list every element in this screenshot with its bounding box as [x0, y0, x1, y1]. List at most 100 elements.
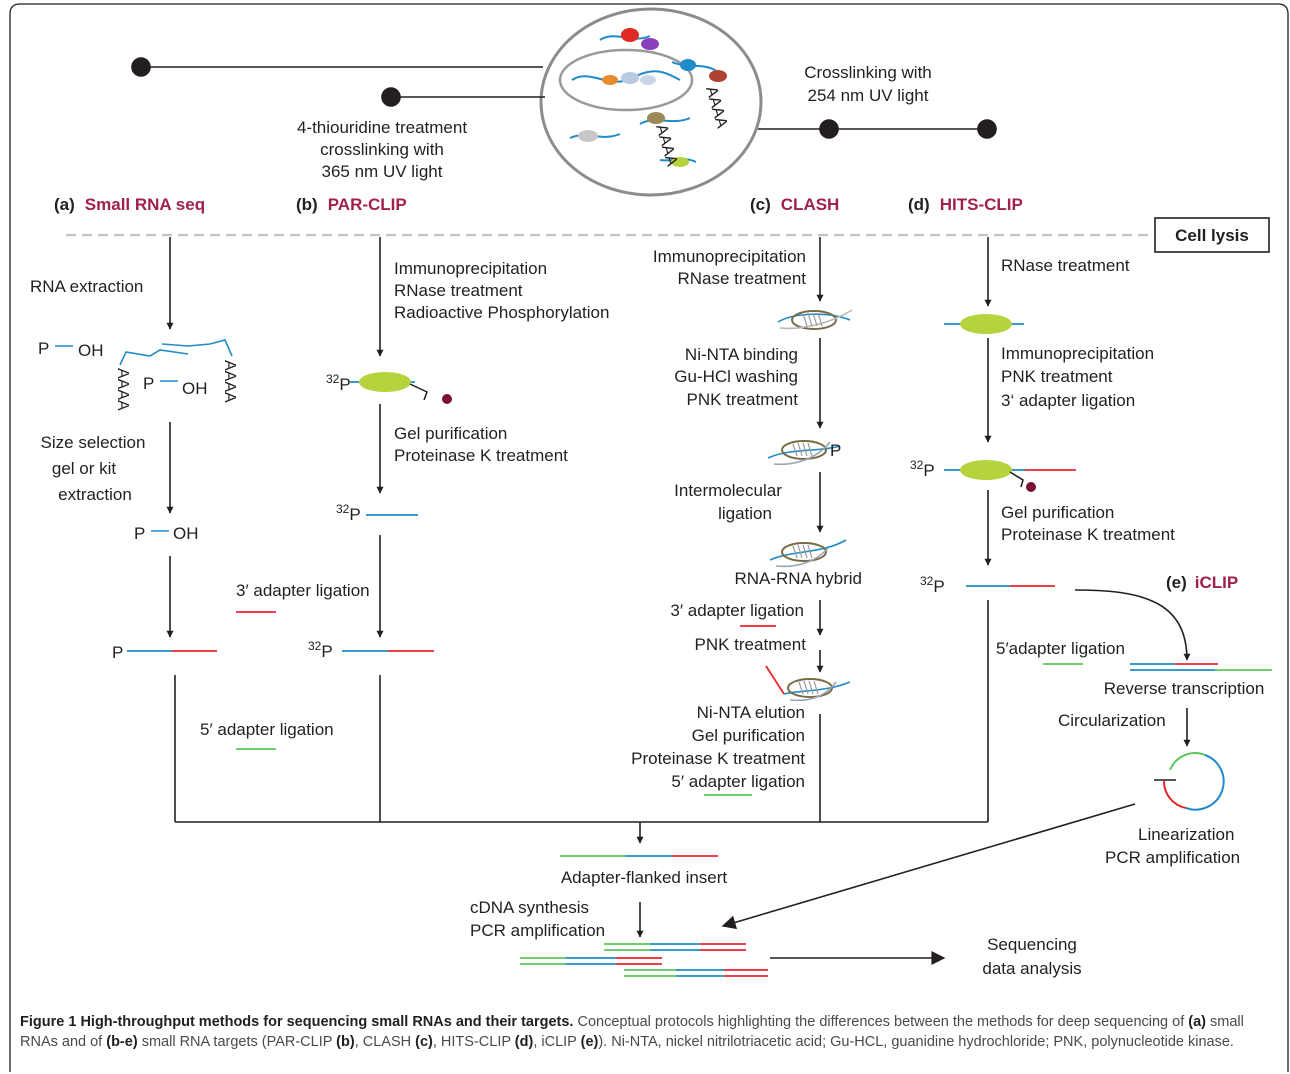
- c-step-immuno: Immunoprecipitation: [653, 247, 806, 266]
- p-oh-1-oh: OH: [78, 341, 104, 360]
- c-step-pnk: PNK treatment: [687, 390, 799, 409]
- protein-d2: [960, 460, 1012, 480]
- d-p32-2: 32P: [920, 574, 945, 596]
- column-a: RNA extraction P OH AAAA AAAA P OH Size …: [30, 237, 370, 750]
- uv254-label-2: 254 nm UV light: [808, 86, 929, 105]
- b-p32-2: 32P: [336, 502, 361, 524]
- figure-caption: Figure 1 High-throughput methods for seq…: [20, 1012, 1270, 1052]
- column-e: Reverse transcription Circularization Li…: [721, 589, 1272, 930]
- p-oh-2-p: P: [143, 374, 154, 393]
- e-circ-label: Circularization: [1058, 711, 1166, 730]
- b-step-rnase: RNase treatment: [394, 281, 523, 300]
- e-lin-label: Linearization: [1138, 825, 1234, 844]
- p-oh-1-p: P: [38, 339, 49, 358]
- thiouridine-label-3: 365 nm UV light: [322, 162, 443, 181]
- d-step-gel: Gel purification: [1001, 503, 1114, 522]
- polya-a1: AAAA: [114, 368, 131, 411]
- d-step-pnk: PNK treatment: [1001, 367, 1113, 386]
- d-step-immuno: Immunoprecipitation: [1001, 344, 1154, 363]
- caption-ref-d: (d): [514, 1034, 534, 1050]
- uv254-label-1: Crosslinking with: [804, 63, 932, 82]
- polya-a2: AAAA: [221, 360, 238, 403]
- c-adapter3-label: 3′ adapter ligation: [670, 601, 804, 620]
- p-label-a: P: [112, 643, 123, 662]
- panel-c-title: (c)CLASH: [750, 195, 839, 214]
- e-rt-label: Reverse transcription: [1104, 679, 1265, 698]
- caption-text-7: ). Ni-NTA, nickel nitrilotriacetic acid;…: [598, 1034, 1234, 1050]
- size-selection-1: Size selection: [41, 433, 146, 452]
- d-p32-1: 32P: [910, 458, 935, 480]
- d-step-protk: Proteinase K treatment: [1001, 525, 1175, 544]
- caption-figure-number: Figure 1: [20, 1014, 77, 1030]
- p-oh-3-p: P: [134, 524, 145, 543]
- panel-b-title: (b)PAR-CLIP: [296, 195, 407, 214]
- b-step-radio: Radioactive Phosphorylation: [394, 303, 609, 322]
- c-step-gel: Gel purification: [692, 726, 805, 745]
- seq-label-1: Sequencing: [987, 935, 1077, 954]
- c-step-protk: Proteinase K treatment: [631, 749, 805, 768]
- c-step-ninta: Ni-NTA binding: [685, 345, 798, 364]
- caption-title: High-throughput methods for sequencing s…: [80, 1014, 574, 1030]
- caption-text-5: , HITS-CLIP: [432, 1034, 511, 1050]
- thiouridine-label-1: 4-thiouridine treatment: [297, 118, 467, 137]
- caption-ref-e: (e): [580, 1034, 599, 1050]
- c-step-rnase: RNase treatment: [678, 269, 807, 288]
- thiouridine-label-2: crosslinking with: [320, 140, 444, 159]
- caption-ref-c: (c): [415, 1034, 433, 1050]
- b-step-immuno: Immunoprecipitation: [394, 259, 547, 278]
- c-p-label: P: [830, 441, 841, 460]
- amplified-products: [520, 943, 768, 977]
- c-step-elution: Ni-NTA elution: [697, 703, 805, 722]
- seq-label-2: data analysis: [982, 959, 1081, 978]
- c-step-guhcl: Gu-HCl washing: [674, 367, 798, 386]
- column-d: RNase treatment Immunoprecipitation PNK …: [910, 237, 1175, 665]
- column-b: Immunoprecipitation RNase treatment Radi…: [308, 237, 609, 661]
- size-selection-2: gel or kit: [52, 459, 117, 478]
- cell-illustration: AAAA AAAA: [539, 7, 763, 197]
- column-c: Immunoprecipitation RNase treatment Ni-N…: [631, 237, 862, 796]
- b-p32-3: 32P: [308, 639, 333, 661]
- clash-complex-1: [777, 309, 853, 330]
- c-step-adapter5: 5′ adapter ligation: [671, 772, 805, 791]
- protein-d1: [960, 314, 1012, 334]
- cdna-label-1: cDNA synthesis: [470, 898, 589, 917]
- adapter5-label-a: 5′ adapter ligation: [200, 720, 334, 739]
- p-oh-3-oh: OH: [173, 524, 199, 543]
- caption-ref-a: (a): [1188, 1014, 1206, 1030]
- caption-ref-be: (b-e): [106, 1034, 138, 1050]
- caption-text-2: small RNAs and of: [20, 1014, 1244, 1050]
- d-rnase-label: RNase treatment: [1001, 256, 1130, 275]
- panel-e-title: (e)iCLIP: [1166, 573, 1238, 592]
- c-pnk-label: PNK treatment: [695, 635, 807, 654]
- b-p32-1: 32P: [326, 372, 351, 394]
- cdna-label-2: PCR amplification: [470, 921, 605, 940]
- panel-d-title: (d)HITS-CLIP: [908, 195, 1023, 214]
- circularized-cdna: [1154, 752, 1225, 811]
- c-hybrid-label: RNA-RNA hybrid: [734, 569, 862, 588]
- c-step-intermol: Intermolecular: [674, 481, 782, 500]
- p-oh-2-oh: OH: [182, 379, 208, 398]
- size-selection-3: extraction: [58, 485, 132, 504]
- clash-complex-3: [769, 539, 847, 568]
- adapter3-label-a: 3′ adapter ligation: [236, 581, 370, 600]
- c-step-ligation: ligation: [718, 504, 772, 523]
- e-pcr-label: PCR amplification: [1105, 848, 1240, 867]
- clash-complex-2: [767, 440, 841, 466]
- merge-and-output: Adapter-flanked insert cDNA synthesis PC…: [174, 600, 1082, 978]
- d-adapter5-label: 5′adapter ligation: [996, 639, 1125, 658]
- clash-complex-4: [765, 665, 851, 702]
- b-step-protk: Proteinase K treatment: [394, 446, 568, 465]
- b-step-gel: Gel purification: [394, 424, 507, 443]
- panel-a-title: (a)Small RNA seq: [54, 195, 205, 214]
- protein-b: [359, 372, 411, 392]
- d-step-adapter3: 3‘ adapter ligation: [1001, 391, 1135, 410]
- caption-text-1: Conceptual protocols highlighting the di…: [577, 1014, 1185, 1030]
- cell-connectors: [131, 57, 997, 139]
- caption-text-4: , CLASH: [354, 1034, 412, 1050]
- rna-extraction-label: RNA extraction: [30, 277, 143, 296]
- cell-lysis-box: [1154, 217, 1270, 253]
- insert-label: Adapter-flanked insert: [561, 868, 728, 887]
- cell-lysis-label: Cell lysis: [1175, 226, 1249, 245]
